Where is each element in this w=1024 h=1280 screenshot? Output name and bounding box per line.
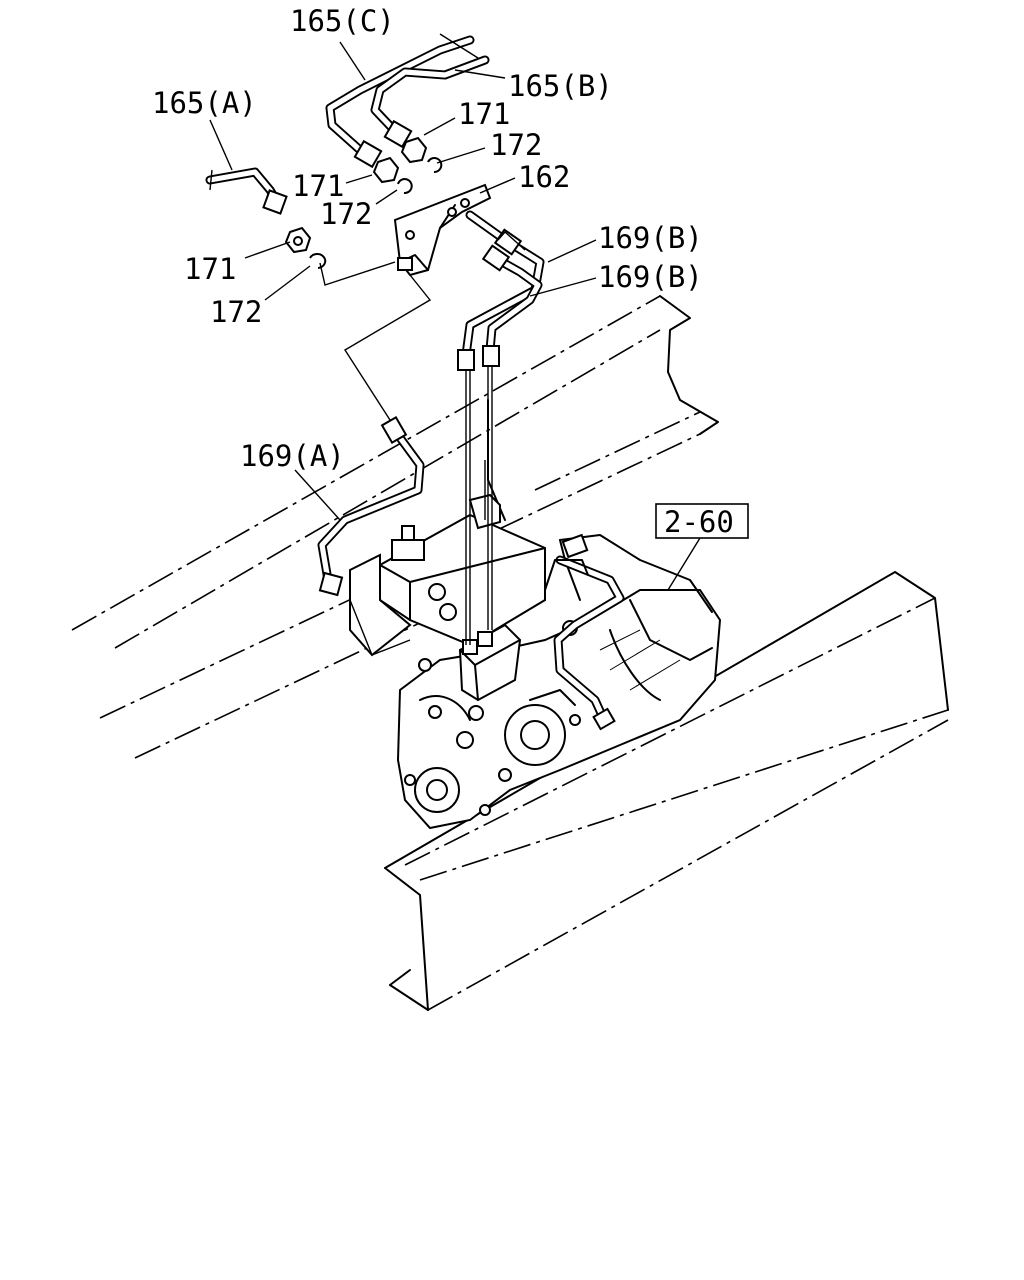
- assembly-lines: [319, 231, 526, 421]
- callout-172-low: 172: [210, 295, 262, 329]
- callout-165a: 165(A): [152, 86, 257, 120]
- callout-169a: 169(A): [240, 439, 345, 473]
- leader-lines: [209, 41, 701, 591]
- callout-171-low: 171: [184, 252, 236, 286]
- engine-block: [349, 493, 722, 830]
- bracket-162: [393, 183, 492, 277]
- callout-165b: 165(B): [508, 69, 613, 103]
- callout-171-top: 171: [458, 97, 510, 131]
- pipe-169-a: [317, 415, 425, 656]
- reference-box: 2-60: [655, 503, 749, 539]
- callout-169b-1: 169(B): [598, 221, 703, 255]
- callout-162: 162: [518, 160, 570, 194]
- callout-172-top: 172: [490, 128, 542, 162]
- pipes-169-b: [457, 210, 545, 645]
- callout-165c: 165(C): [290, 4, 395, 38]
- callout-171-mid: 171: [292, 169, 344, 203]
- pipe-165-c: [325, 33, 479, 169]
- pipe-165-b: [370, 55, 490, 149]
- callout-172-mid: 172: [320, 197, 372, 231]
- nuts-and-washers: [284, 136, 443, 269]
- reference-box-label: 2-60: [664, 505, 734, 539]
- pipe-165-a: [205, 167, 288, 215]
- callout-169b-2: 169(B): [598, 260, 703, 294]
